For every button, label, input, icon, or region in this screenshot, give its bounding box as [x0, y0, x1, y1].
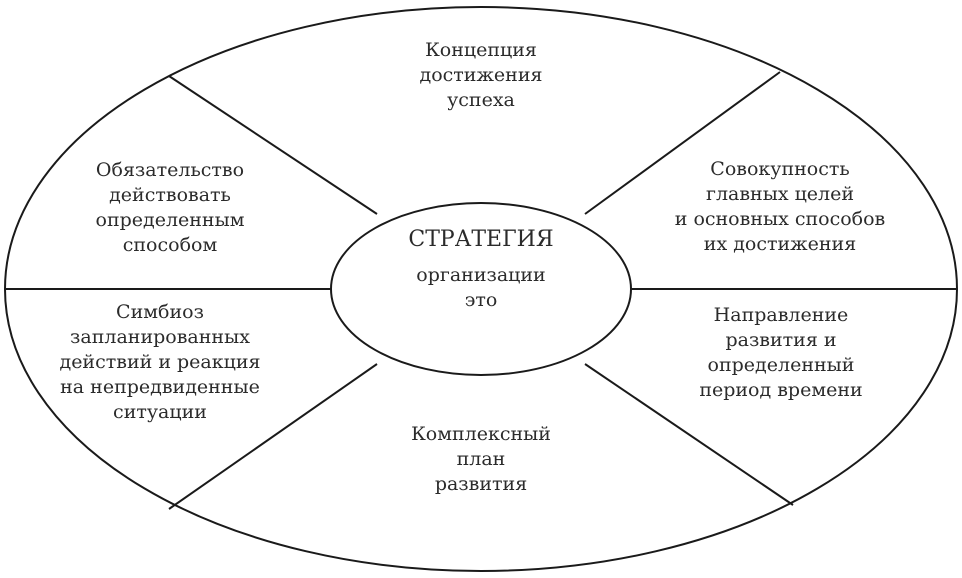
center-line: это [464, 289, 498, 311]
sector-line: достижения [419, 64, 543, 86]
sector-bottom-left: Симбиоз запланированных действий и реакц… [59, 300, 260, 425]
center-subtitle: организации это [416, 263, 545, 313]
sector-line: определенным [95, 209, 245, 231]
sector-bottom: Комплексный план развития [411, 422, 551, 497]
sector-bottom-right: Направление развития и определенный пери… [699, 303, 862, 403]
divider-top-left [168, 75, 378, 215]
sector-line: Комплексный [411, 423, 551, 445]
sector-line: способом [122, 234, 218, 256]
sector-line: период времени [699, 379, 863, 401]
sector-line: на непредвиденные [60, 376, 260, 398]
divider-bottom-right [584, 363, 794, 506]
center-line: организации [416, 264, 546, 286]
sector-line: главных целей [705, 183, 855, 205]
sector-line: ситуации [113, 401, 207, 423]
sector-line: Симбиоз [116, 301, 204, 323]
sector-line: план [456, 448, 506, 470]
sector-line: действий и реакция [59, 351, 261, 373]
divider-top-right [584, 71, 781, 215]
sector-top: Концепция достижения успеха [420, 38, 543, 113]
sector-top-left: Обязательство действовать определенным с… [96, 158, 245, 258]
sector-line: и основных способов [674, 208, 886, 230]
sector-top-right: Совокупность главных целей и основных сп… [675, 157, 886, 257]
divider-bottom-left [168, 363, 378, 510]
sector-line: определенный [707, 354, 855, 376]
sector-line: Направление [713, 304, 849, 326]
sector-line: развития [434, 473, 528, 495]
sector-line: Обязательство [95, 159, 245, 181]
center-ellipse [330, 202, 632, 376]
sector-line: развития и [725, 329, 837, 351]
sector-line: запланированных [70, 326, 250, 348]
sector-line: Концепция [425, 39, 537, 61]
sector-line: Совокупность [710, 158, 850, 180]
sector-line: их достижения [703, 233, 857, 255]
center-title: СТРАТЕГИЯ [408, 227, 554, 252]
sector-line: действовать [109, 184, 231, 206]
sector-line: успеха [447, 89, 515, 111]
